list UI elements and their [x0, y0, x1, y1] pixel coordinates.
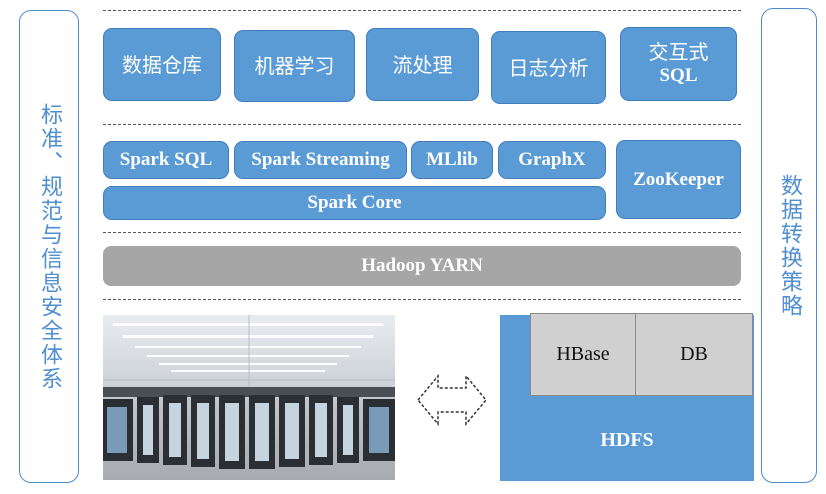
app-log-analysis: 日志分析	[491, 31, 606, 104]
data-center-photo	[103, 315, 395, 480]
spark-streaming-module: Spark Streaming	[234, 141, 407, 179]
right-side-panel: 数据转换策略	[761, 8, 817, 483]
left-side-panel-text: 标准、规范与信息安全体系	[37, 102, 62, 391]
mllib-label: MLlib	[426, 149, 478, 170]
zookeeper: ZooKeeper	[616, 140, 741, 219]
divider-spark-yarn	[103, 232, 741, 233]
app-data-warehouse-label: 数据仓库	[122, 52, 202, 77]
mllib-module: MLlib	[411, 141, 493, 179]
hdfs-label-wrap: HDFS	[500, 422, 754, 458]
app-stream-processing-label: 流处理	[392, 52, 453, 77]
hadoop-yarn-label: Hadoop YARN	[361, 255, 483, 276]
data-center-illustration	[103, 315, 395, 480]
app-interactive-sql-label: 交互式	[648, 40, 709, 64]
app-interactive-sql: 交互式 SQL	[620, 27, 737, 101]
hadoop-yarn: Hadoop YARN	[103, 246, 741, 286]
graphx-label: GraphX	[518, 149, 586, 170]
divider-apps-spark	[103, 124, 741, 125]
app-machine-learning: 机器学习	[234, 30, 355, 102]
graphx-module: GraphX	[498, 141, 606, 179]
app-machine-learning-label: 机器学习	[254, 54, 335, 78]
divider-yarn-storage	[103, 299, 741, 300]
app-stream-processing: 流处理	[366, 28, 479, 101]
spark-sql-label: Spark SQL	[119, 149, 213, 170]
spark-core: Spark Core	[103, 186, 606, 220]
hbase-label: HBase	[556, 343, 610, 365]
hbase-box: HBase	[530, 313, 636, 396]
db-box: DB	[635, 313, 753, 396]
app-log-analysis-label: 日志分析	[508, 55, 589, 80]
spark-sql-module: Spark SQL	[103, 141, 229, 179]
app-interactive-sql-label-sql: SQL	[659, 65, 698, 86]
right-side-panel-text: 数据转换策略	[777, 173, 802, 318]
spark-streaming-label: Spark Streaming	[251, 149, 390, 170]
app-data-warehouse: 数据仓库	[103, 28, 221, 101]
divider-top	[103, 10, 741, 11]
zookeeper-label: ZooKeeper	[633, 168, 724, 190]
double-arrow-icon	[417, 373, 487, 427]
db-label: DB	[680, 343, 708, 365]
left-side-panel: 标准、规范与信息安全体系	[19, 10, 79, 483]
spark-core-label: Spark Core	[307, 192, 402, 213]
hdfs-label: HDFS	[600, 428, 654, 451]
